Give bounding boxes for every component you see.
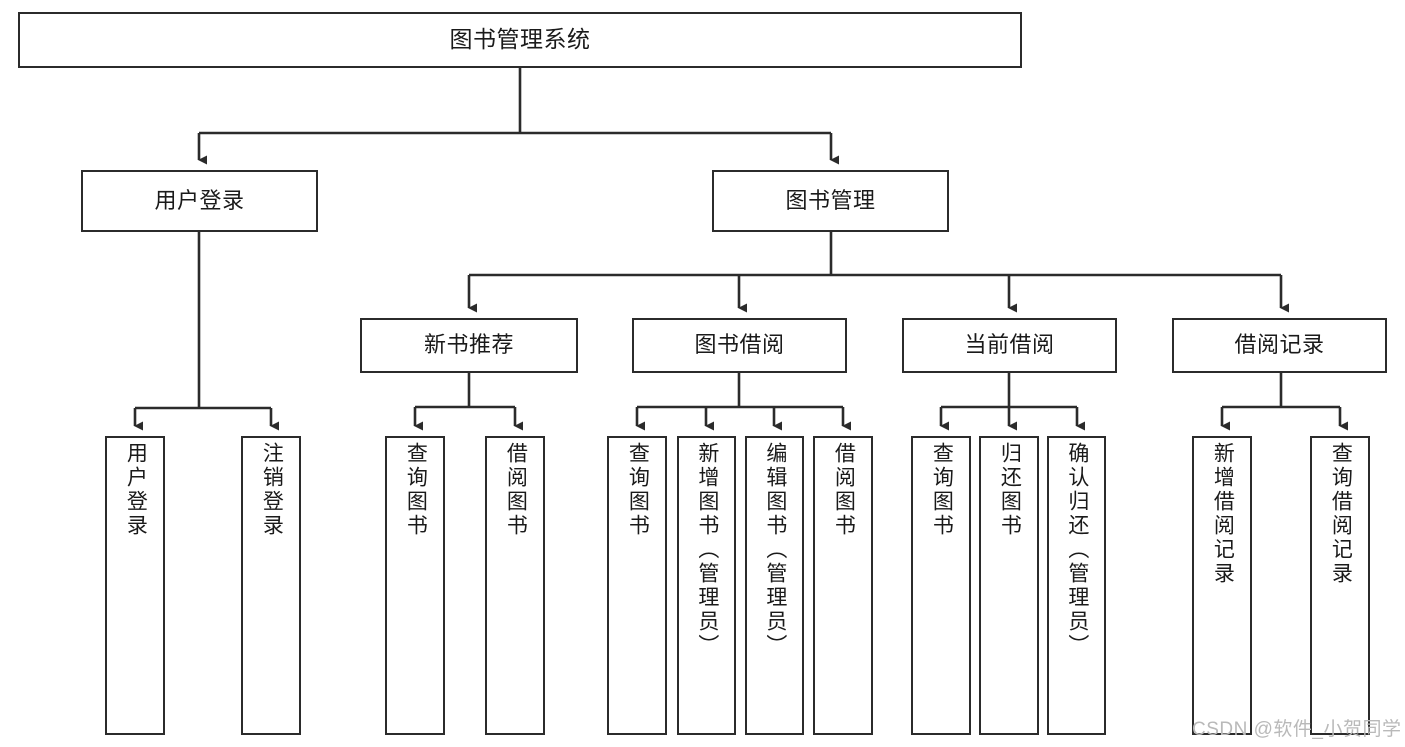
node-book-management-label: 图书管理 bbox=[785, 187, 876, 213]
node-current-borrow-label: 当前借阅 bbox=[964, 332, 1055, 358]
leaf-current-query-book-label: 查询图书 bbox=[930, 442, 954, 538]
leaf-user-login-logout[interactable]: 注销登录 bbox=[241, 436, 301, 735]
leaf-record-query[interactable]: 查询借阅记录 bbox=[1310, 436, 1370, 735]
node-root-label: 图书管理系统 bbox=[449, 26, 591, 53]
node-borrow-record-label: 借阅记录 bbox=[1234, 332, 1325, 358]
node-book-management[interactable]: 图书管理 bbox=[712, 170, 949, 232]
node-book-borrow[interactable]: 图书借阅 bbox=[632, 318, 847, 373]
node-user-login[interactable]: 用户登录 bbox=[81, 170, 318, 232]
leaf-current-confirm-return-label: 确认归还（管理员） bbox=[1065, 442, 1089, 658]
leaf-record-add[interactable]: 新增借阅记录 bbox=[1192, 436, 1252, 735]
leaf-current-confirm-return[interactable]: 确认归还（管理员） bbox=[1047, 436, 1106, 735]
leaf-borrow-borrow-book-label: 借阅图书 bbox=[832, 442, 856, 538]
leaf-borrow-edit-book-label: 编辑图书（管理员） bbox=[763, 442, 787, 658]
leaf-new-book-query[interactable]: 查询图书 bbox=[385, 436, 445, 735]
node-root[interactable]: 图书管理系统 bbox=[18, 12, 1022, 68]
leaf-record-add-label: 新增借阅记录 bbox=[1211, 442, 1235, 586]
leaf-new-book-query-label: 查询图书 bbox=[404, 442, 428, 538]
node-current-borrow[interactable]: 当前借阅 bbox=[902, 318, 1117, 373]
leaf-user-login-logout-label: 注销登录 bbox=[260, 442, 284, 538]
leaf-current-query-book[interactable]: 查询图书 bbox=[911, 436, 971, 735]
leaf-borrow-query-book[interactable]: 查询图书 bbox=[607, 436, 667, 735]
leaf-borrow-add-book-label: 新增图书（管理员） bbox=[695, 442, 719, 658]
leaf-record-query-label: 查询借阅记录 bbox=[1329, 442, 1353, 586]
leaf-current-return-book-label: 归还图书 bbox=[998, 442, 1022, 538]
leaf-current-return-book[interactable]: 归还图书 bbox=[979, 436, 1039, 735]
node-user-login-label: 用户登录 bbox=[154, 187, 245, 213]
node-book-borrow-label: 图书借阅 bbox=[694, 332, 785, 358]
leaf-borrow-borrow-book[interactable]: 借阅图书 bbox=[813, 436, 873, 735]
leaf-user-login-login-label: 用户登录 bbox=[124, 442, 148, 538]
node-new-book-recommend[interactable]: 新书推荐 bbox=[360, 318, 578, 373]
leaf-borrow-edit-book[interactable]: 编辑图书（管理员） bbox=[745, 436, 804, 735]
leaf-borrow-query-book-label: 查询图书 bbox=[626, 442, 650, 538]
leaf-new-book-borrow[interactable]: 借阅图书 bbox=[485, 436, 545, 735]
leaf-borrow-add-book[interactable]: 新增图书（管理员） bbox=[677, 436, 736, 735]
leaf-new-book-borrow-label: 借阅图书 bbox=[504, 442, 528, 538]
leaf-user-login-login[interactable]: 用户登录 bbox=[105, 436, 165, 735]
node-new-book-recommend-label: 新书推荐 bbox=[423, 332, 514, 358]
watermark: CSDN @软件_小贺同学 bbox=[1192, 719, 1402, 740]
node-borrow-record[interactable]: 借阅记录 bbox=[1172, 318, 1387, 373]
